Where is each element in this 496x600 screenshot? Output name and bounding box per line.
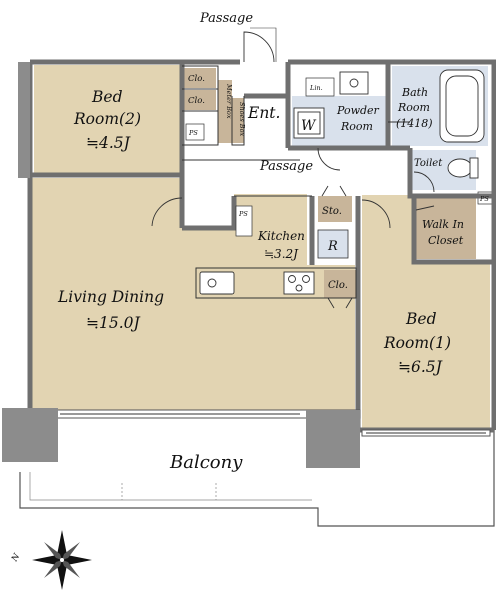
shoes-box-label: Shoes Box xyxy=(238,102,246,136)
sink-icon xyxy=(339,71,369,95)
passage-top-label: Passage xyxy=(199,11,253,26)
passage-mid-label: Passage xyxy=(259,159,313,174)
lin-area xyxy=(305,77,335,97)
meter-box-label: Meter Box xyxy=(225,83,233,119)
toilet-label: Toilet xyxy=(414,158,443,169)
washer-label: W xyxy=(301,118,317,134)
lin-label: Lin. xyxy=(309,84,323,92)
living-dining-size: ≒15.0J xyxy=(86,314,140,332)
fridge-area xyxy=(317,229,349,259)
pillar-left xyxy=(2,408,58,462)
bed1-label-2: Room(1) xyxy=(383,334,451,352)
toilet-icon xyxy=(447,157,479,179)
pillar-top xyxy=(18,62,30,178)
washer-icon xyxy=(293,107,325,139)
closet-a-label: Clo. xyxy=(188,74,205,84)
powder-label-2: Room xyxy=(340,120,373,133)
entrance-label: Ent. xyxy=(247,104,280,122)
ps-left-box xyxy=(185,123,205,141)
closet-b-label: Clo. xyxy=(188,96,205,106)
closet-a-area xyxy=(184,68,216,88)
ps-right-label: PS xyxy=(479,195,489,203)
walk-in-label-1: Walk In xyxy=(422,218,464,231)
bathtub-icon xyxy=(439,69,485,143)
closet-b-area xyxy=(184,90,216,110)
pillar-mid xyxy=(306,410,360,468)
balcony-label: Balcony xyxy=(169,452,243,473)
closet-kitchen-area xyxy=(324,270,356,298)
kitchen-label: Kitchen xyxy=(257,229,305,243)
bed1-label-1: Bed xyxy=(405,310,437,328)
fridge-label: R xyxy=(327,239,338,254)
closet-kitchen-label: Clo. xyxy=(328,280,348,291)
stove-icon xyxy=(283,271,315,295)
walk-in-label-2: Closet xyxy=(428,234,464,247)
powder-label-1: Powder xyxy=(336,104,380,117)
bed2-label-1: Bed xyxy=(91,88,123,106)
thin-lines xyxy=(182,65,357,299)
bed-room-1-area xyxy=(362,195,490,430)
doors xyxy=(60,27,486,434)
sink-icon xyxy=(199,271,235,295)
living-dining-area xyxy=(30,178,355,410)
storage-label: Sto. xyxy=(322,206,342,217)
living-dining-label: Living Dining xyxy=(57,288,164,306)
ps-kitchen-box xyxy=(235,205,253,237)
compass-rose-icon xyxy=(32,530,92,590)
bath-label-1: Bath xyxy=(401,86,428,99)
compass-n-label: N xyxy=(9,552,22,565)
bed1-size: ≒6.5J xyxy=(398,358,443,376)
bed2-size: ≒4.5J xyxy=(86,134,131,152)
bed2-label-2: Room(2) xyxy=(73,110,141,128)
balcony-outline xyxy=(19,430,495,527)
bath-label-2: Room xyxy=(397,101,430,114)
meter-box-area xyxy=(218,80,232,143)
ps-left-label: PS xyxy=(188,129,198,137)
bed-room-2-area xyxy=(34,65,182,173)
storage-area xyxy=(318,196,352,222)
bath-size: (1418) xyxy=(396,117,433,130)
walk-in-closet-area xyxy=(416,196,476,259)
balcony-inner-rail xyxy=(29,472,312,501)
ps-kitchen-label: PS xyxy=(238,210,248,218)
kitchen-size: ≒3.2J xyxy=(264,247,299,261)
shoes-box-area xyxy=(232,98,244,143)
